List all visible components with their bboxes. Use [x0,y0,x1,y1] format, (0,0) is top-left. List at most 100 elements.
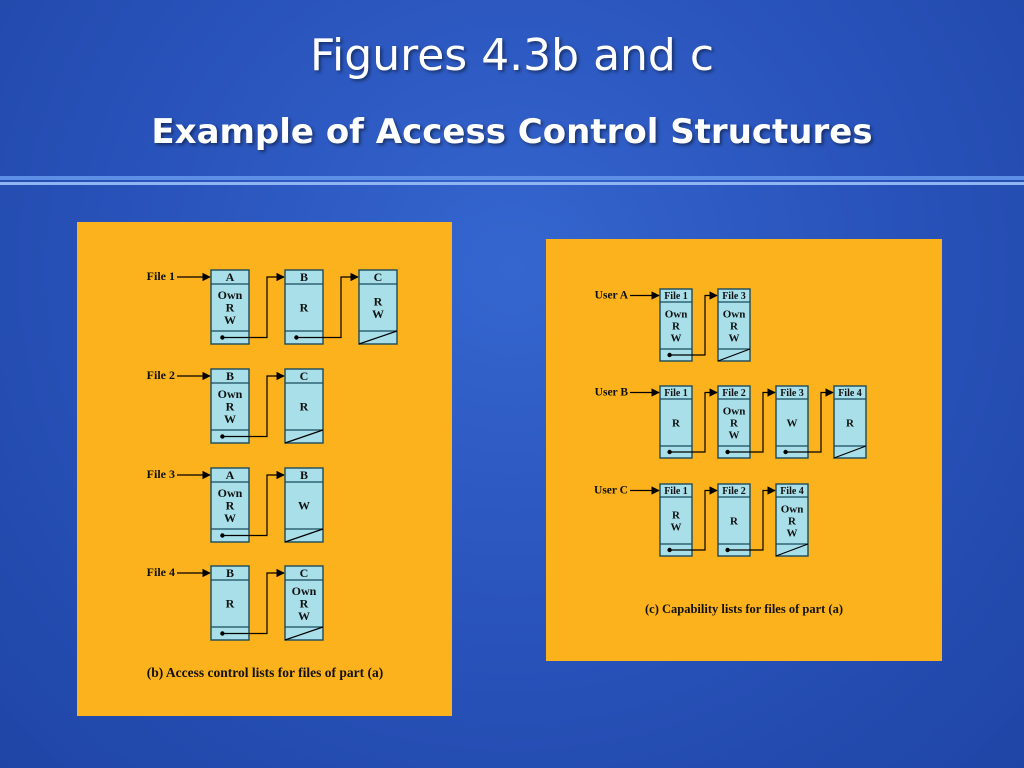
node-header: File 4 [780,486,804,497]
node-header: File 1 [664,388,688,399]
node-right: Own [723,405,746,417]
node-right: W [298,609,310,623]
node-right: R [374,294,383,308]
null-pointer-slash [717,348,751,362]
pointer-link-arrow [727,486,776,551]
row-label: User C [594,485,628,497]
node-right: Own [218,387,243,401]
node-header: B [300,468,308,482]
list-node [358,269,398,345]
null-pointer-slash [775,543,809,557]
null-pointer-slash [284,528,324,543]
row-label: File 3 [147,467,175,481]
node-right: Own [292,584,317,598]
pointer-dot [725,547,730,553]
node-right: Own [665,308,688,320]
node-right: W [729,332,740,344]
null-pointer-slash [284,429,324,444]
node-right: R [730,320,739,332]
node-right: R [846,417,855,429]
node-header: File 3 [722,291,746,302]
node-right: R [226,301,235,315]
pointer-link-arrow [296,272,359,339]
node-header: File 2 [722,486,746,497]
slide-title: Figures 4.3b and c [309,30,715,81]
node-right: W [372,307,384,321]
node-header: B [300,270,308,284]
node-header: File 1 [664,486,688,497]
node-right: R [788,515,797,527]
node-right: R [300,301,309,315]
pointer-dot [667,449,672,455]
node-right: W [224,313,236,327]
node-right: R [226,499,235,513]
pointer-link-arrow [785,388,834,453]
list-node [284,467,324,543]
row-label: User B [595,387,629,399]
node-right: R [300,597,309,611]
node-header: File 2 [722,388,746,399]
node-right: R [226,400,235,414]
null-pointer-slash [358,330,398,345]
null-pointer-slash [833,445,867,459]
node-right: W [224,412,236,426]
node-right: R [300,400,309,414]
list-node [284,565,324,641]
row-label: File 2 [147,368,175,382]
pointer-dot [725,449,730,455]
list-node [210,565,250,641]
pointer-link-arrow [669,388,718,453]
node-header: C [374,270,383,284]
pointer-link-arrow [669,486,718,551]
pointer-dot [667,352,672,358]
pointer-link-arrow [727,388,776,453]
node-right: W [787,527,798,539]
node-header: File 3 [780,388,804,399]
node-header: A [226,270,235,284]
list-node [210,368,250,444]
pointer-link-arrow [222,371,285,438]
pointer-link-arrow [222,470,285,537]
node-header: C [300,369,309,383]
node-right: Own [218,486,243,500]
node-header: A [226,468,235,482]
title-divider [0,176,1024,180]
figure-caption: (b) Access control lists for files of pa… [147,665,383,680]
node-header: C [300,566,309,580]
list-node [210,269,250,345]
list-node [210,467,250,543]
node-right: Own [781,503,804,515]
title-divider-light [0,182,1024,185]
pointer-dot [783,449,788,455]
node-right: R [730,515,739,527]
node-right: R [226,597,235,611]
figure-caption: (c) Capability lists for files of part (… [645,602,843,616]
list-node [284,368,324,444]
row-label: File 4 [147,565,175,579]
node-right: R [730,417,739,429]
node-right: W [729,429,740,441]
node-right: R [672,417,681,429]
node-header: File 4 [838,388,862,399]
node-right: R [672,509,681,521]
null-pointer-slash [284,626,324,641]
pointer-dot [667,547,672,553]
pointer-link-arrow [669,291,718,356]
node-right: R [672,320,681,332]
node-right: W [787,417,798,429]
row-label: File 1 [147,269,175,283]
node-right: W [224,511,236,525]
row-label: User A [595,290,629,302]
node-header: B [226,566,234,580]
pointer-link-arrow [222,568,285,635]
node-header: File 1 [664,291,688,302]
node-right: W [671,521,682,533]
list-node [284,269,324,345]
node-right: Own [723,308,746,320]
slide-subtitle: Example of Access Control Structures [151,112,873,152]
pointer-link-arrow [222,272,285,339]
